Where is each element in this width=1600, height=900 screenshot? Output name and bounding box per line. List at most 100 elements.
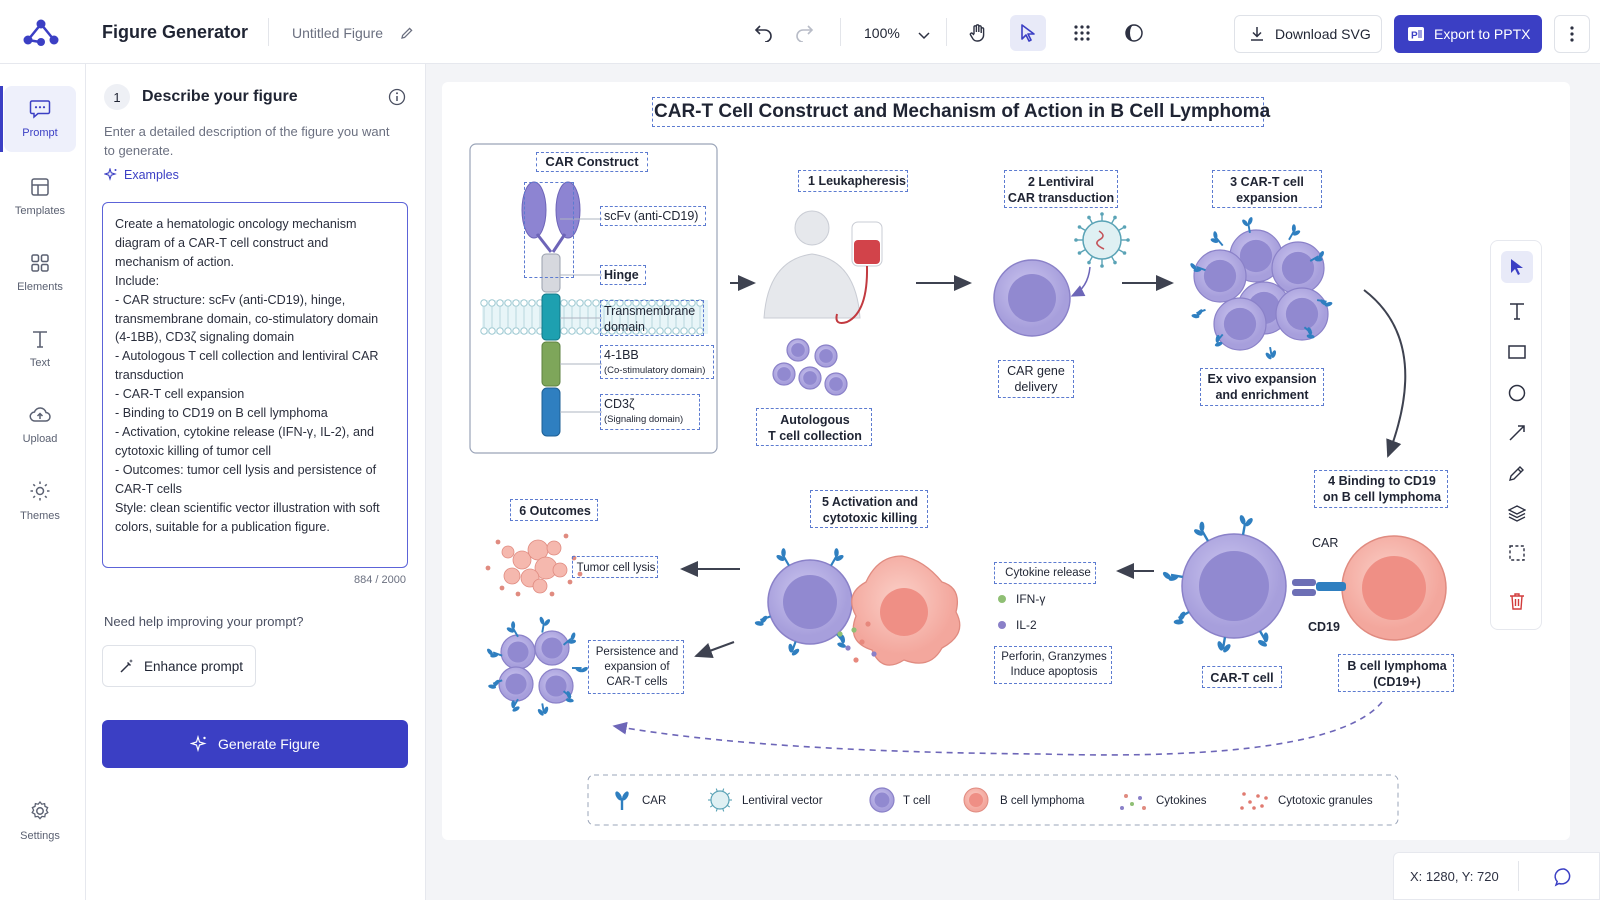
grid-icon[interactable] xyxy=(1068,19,1096,47)
title-selection-frame[interactable] xyxy=(652,97,1264,127)
line-tool-icon[interactable] xyxy=(1501,417,1533,449)
canvas-area: CAR-T Cell Construct and Mechanism of Ac… xyxy=(426,64,1600,900)
rail-item-prompt[interactable]: Prompt xyxy=(0,86,76,152)
theme-contrast-icon[interactable] xyxy=(1120,19,1148,47)
cytokine-label[interactable]: Cytokine release xyxy=(1005,567,1091,579)
car-label[interactable]: CAR xyxy=(1312,536,1339,550)
autologous-label-2[interactable]: T cell collection xyxy=(768,429,862,443)
step6-label[interactable]: 6 Outcomes xyxy=(519,504,591,518)
step5-label-1[interactable]: 5 Activation and xyxy=(821,495,919,509)
cd19-label[interactable]: CD19 xyxy=(1308,620,1340,634)
step1-label[interactable]: 1 Leukapheresis xyxy=(808,174,906,188)
step3-label-1[interactable]: 3 CAR-T cell xyxy=(1230,175,1304,189)
il2-label[interactable]: IL-2 xyxy=(1016,618,1037,632)
examples-link[interactable]: Examples xyxy=(104,168,179,182)
sparkle-icon xyxy=(190,735,207,753)
chevron-down-icon[interactable] xyxy=(918,27,930,45)
cart-label[interactable]: CAR-T cell xyxy=(1210,671,1274,685)
magic-wand-icon xyxy=(120,659,133,673)
powerpoint-icon: P xyxy=(1408,27,1424,42)
enhance-prompt-button[interactable]: Enhance prompt xyxy=(102,645,256,687)
app-name: Figure Generator xyxy=(102,22,249,42)
rail-item-text[interactable]: Text xyxy=(4,316,76,382)
hand-tool-icon[interactable] xyxy=(964,19,992,47)
layers-tool-icon[interactable] xyxy=(1501,497,1533,529)
label-selection-frame xyxy=(756,408,872,446)
upload-cloud-icon xyxy=(29,407,51,422)
export-pptx-button[interactable]: P Export to PPTX xyxy=(1394,15,1542,53)
step2-label-2[interactable]: CAR transduction xyxy=(1007,191,1115,205)
step-badge: 1 xyxy=(104,84,130,110)
pen-tool-icon[interactable] xyxy=(1501,457,1533,489)
perforin-label-1[interactable]: Perforin, Granzymes xyxy=(1001,651,1107,663)
perforin-label-2[interactable]: Induce apoptosis xyxy=(1010,666,1098,678)
label-selection-frame xyxy=(998,360,1074,398)
scfv-label[interactable]: scFv (anti-CD19) xyxy=(604,209,699,223)
download-label: Download SVG xyxy=(1275,26,1371,42)
cd3-sublabel[interactable]: (Signaling domain) xyxy=(604,414,684,425)
label-selection-frame xyxy=(600,300,704,336)
step5-label-2[interactable]: cytotoxic killing xyxy=(822,511,918,525)
step2-label-1[interactable]: 2 Lentiviral xyxy=(1028,175,1094,189)
prompt-panel: 1 Describe your figure Enter a detailed … xyxy=(86,64,426,900)
figure-canvas[interactable]: CAR-T Cell Construct and Mechanism of Ac… xyxy=(442,82,1570,840)
text-tool-icon[interactable] xyxy=(1501,295,1533,327)
ifn-label[interactable]: IFN-γ xyxy=(1016,592,1046,606)
gene-label-2[interactable]: delivery xyxy=(1014,380,1058,394)
label-selection-frame xyxy=(572,556,658,578)
legend-tcell: T cell xyxy=(903,795,931,807)
themes-gear-icon xyxy=(30,481,50,501)
select-tool-icon[interactable] xyxy=(1010,15,1046,51)
legend-box xyxy=(587,774,1399,826)
rail-item-themes[interactable]: Themes xyxy=(4,468,76,534)
legend-car: CAR xyxy=(642,795,667,807)
label-selection-frame xyxy=(994,646,1112,684)
marquee-select-icon[interactable] xyxy=(1501,537,1533,569)
info-icon[interactable] xyxy=(388,88,406,111)
exvivo-label-2[interactable]: and enrichment xyxy=(1215,388,1309,402)
blym-label-1[interactable]: B cell lymphoma xyxy=(1347,659,1447,673)
persist-label-2[interactable]: expansion of xyxy=(604,661,670,673)
autologous-label-1[interactable]: Autologous xyxy=(780,413,850,427)
circle-tool-icon[interactable] xyxy=(1501,377,1533,409)
rail-item-elements[interactable]: Elements xyxy=(4,240,76,306)
step3-label-2[interactable]: expansion xyxy=(1236,191,1298,205)
doc-title[interactable]: Untitled Figure xyxy=(292,25,384,41)
download-svg-button[interactable]: Download SVG xyxy=(1234,15,1382,53)
lysis-label[interactable]: Tumor cell lysis xyxy=(576,562,656,574)
legend-lentiviral: Lentiviral vector xyxy=(742,795,823,807)
zoom-level[interactable]: 100% xyxy=(864,25,900,41)
pointer-tool-icon[interactable] xyxy=(1501,251,1533,283)
rail-item-upload[interactable]: Upload xyxy=(4,392,76,458)
comment-icon[interactable] xyxy=(1554,867,1574,892)
redo-icon[interactable] xyxy=(792,20,818,46)
bb-sublabel[interactable]: (Co-stimulatory domain) xyxy=(604,365,706,376)
more-options-icon[interactable] xyxy=(1554,15,1590,53)
label-selection-frame xyxy=(600,345,714,379)
exvivo-label-1[interactable]: Ex vivo expansion xyxy=(1207,372,1317,386)
cd3-label[interactable]: CD3ζ xyxy=(604,397,635,411)
tm-label-2[interactable]: domain xyxy=(604,320,645,334)
rectangle-tool-icon[interactable] xyxy=(1501,336,1533,368)
persist-label-1[interactable]: Persistence and xyxy=(595,646,679,658)
edit-pencil-icon[interactable] xyxy=(400,26,414,45)
blym-label-2[interactable]: (CD19+) xyxy=(1373,675,1421,689)
persist-label-3[interactable]: CAR-T cells xyxy=(606,676,668,688)
step4-label-2[interactable]: on B cell lymphoma xyxy=(1322,490,1442,504)
app-logo-icon xyxy=(22,18,60,53)
rail-item-templates[interactable]: Templates xyxy=(4,164,76,230)
delete-trash-icon[interactable] xyxy=(1501,585,1533,617)
generate-figure-button[interactable]: Generate Figure xyxy=(102,720,408,768)
rail-item-settings[interactable]: Settings xyxy=(4,788,76,854)
text-icon xyxy=(33,331,47,348)
figure-title[interactable]: CAR-T Cell Construct and Mechanism of Ac… xyxy=(654,101,1271,122)
undo-icon[interactable] xyxy=(750,20,776,46)
construct-title[interactable]: CAR Construct xyxy=(545,154,639,169)
hinge-label[interactable]: Hinge xyxy=(604,268,639,282)
step4-label-1[interactable]: 4 Binding to CD19 xyxy=(1328,474,1436,488)
gene-label-1[interactable]: CAR gene xyxy=(1007,364,1065,378)
prompt-textarea[interactable]: Create a hematologic oncology mechanism … xyxy=(102,202,408,568)
bb-label[interactable]: 4-1BB xyxy=(604,348,639,362)
label-selection-frame xyxy=(510,499,598,521)
tm-label-1[interactable]: Transmembrane xyxy=(604,304,696,318)
